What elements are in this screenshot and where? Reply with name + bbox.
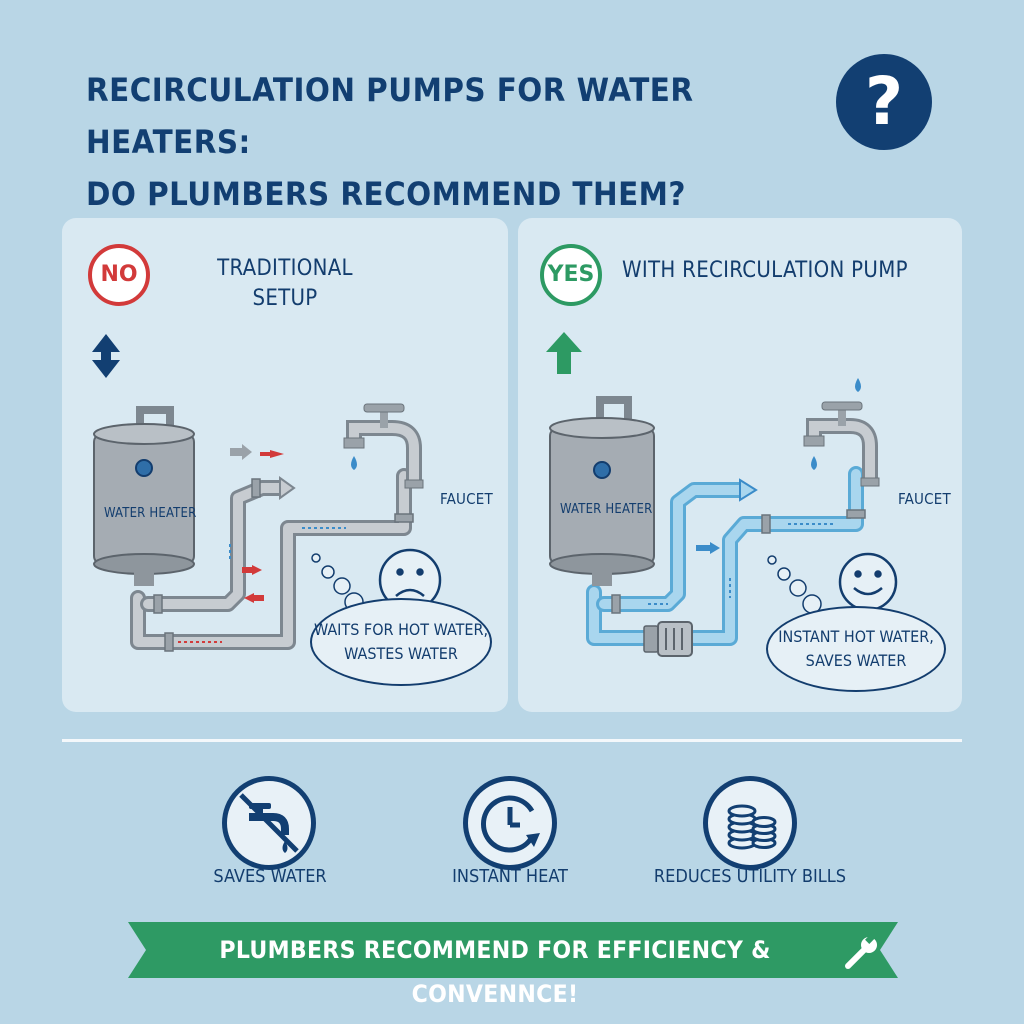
left-bubble-line-2: WASTES WATER [344, 644, 458, 663]
happy-face-icon [838, 552, 898, 612]
no-badge: NO [88, 244, 150, 306]
banner-text: PLUMBERS RECOMMEND FOR EFFICIENCY & CONV… [219, 936, 771, 1008]
right-bubble-line-2: SAVES WATER [805, 651, 907, 670]
recirculation-diagram [546, 332, 898, 657]
right-bubble-line-1: INSTANT HOT WATER, [778, 627, 934, 646]
faucet-icon [343, 403, 424, 489]
flow-arrow [279, 476, 296, 500]
flow-arrow [739, 478, 758, 502]
left-water-heater-label: WATER HEATER [104, 506, 197, 521]
benefit-instant-heat-label: INSTANT HEAT [452, 866, 568, 887]
traditional-heading-line-1: TRADITIONAL [217, 256, 353, 281]
blue-arrow [710, 542, 720, 554]
water-heater-icon [93, 406, 195, 586]
yes-badge: YES [540, 244, 602, 306]
red-arrow [244, 593, 254, 603]
wrench-icon [845, 934, 877, 969]
recommendation-banner [128, 922, 898, 978]
traditional-heading: TRADITIONAL SETUP [200, 254, 370, 314]
title-line-1: RECIRCULATION PUMPS FOR WATER HEATERS: [86, 71, 694, 161]
left-result-bubble: WAITS FOR HOT WATER, WASTES WATER [310, 598, 492, 686]
red-arrow [270, 450, 284, 458]
water-heater-icon [549, 396, 655, 586]
small-pipe-arrow [230, 444, 252, 460]
recirculation-heading: WITH RECIRCULATION PUMP [622, 258, 908, 283]
pump-icon [643, 621, 693, 657]
traditional-diagram [92, 334, 442, 652]
right-result-bubble: INSTANT HOT WATER, SAVES WATER [766, 606, 946, 692]
title-line-2: DO PLUMBERS RECOMMEND THEM? [86, 175, 686, 213]
no-faucet-icon [222, 776, 316, 870]
green-up-arrow-icon [546, 332, 582, 374]
left-bubble-line-1: WAITS FOR HOT WATER, [313, 620, 489, 639]
page-title: RECIRCULATION PUMPS FOR WATER HEATERS: D… [86, 64, 785, 220]
question-mark-icon: ? [836, 54, 932, 150]
right-water-heater-label: WATER HEATER [560, 502, 653, 517]
section-divider [62, 739, 962, 742]
red-arrow [252, 565, 262, 575]
benefit-saves-water-label: SAVES WATER [213, 866, 327, 887]
traditional-heading-line-2: SETUP [252, 286, 318, 311]
benefit-reduces-bills-label: REDUCES UTILITY BILLS [653, 866, 847, 887]
coins-icon [703, 776, 797, 870]
up-down-arrow-icon [92, 334, 120, 378]
right-faucet-label: FAUCET [898, 490, 951, 508]
faucet-icon [803, 378, 880, 487]
clock-icon [463, 776, 557, 870]
left-faucet-label: FAUCET [440, 490, 493, 508]
